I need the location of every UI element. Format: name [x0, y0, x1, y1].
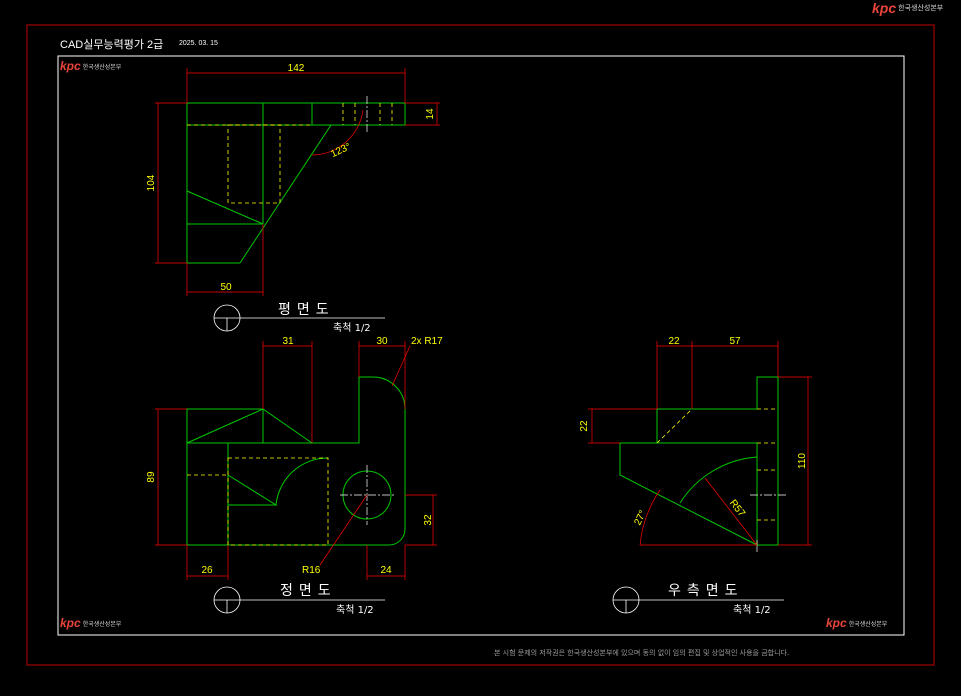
plan-dim-height: 104	[146, 174, 157, 191]
inner-frame	[57, 55, 905, 636]
right-dim-22a: 22	[668, 336, 680, 347]
right-dim-22b: 22	[579, 420, 590, 432]
right-view-title: 우측면도	[668, 583, 744, 599]
front-dim-height: 89	[146, 471, 157, 483]
brand-logo-bottom-left: kpc 한국생산성본부	[60, 616, 121, 630]
right-dim-height: 110	[797, 453, 808, 469]
front-dim-26: 26	[201, 565, 213, 576]
right-view-scale: 축척 1/2	[733, 604, 771, 616]
plan-view-title: 평면도	[278, 302, 335, 318]
exam-date: 2025. 03. 15	[179, 40, 218, 47]
kpc-logo: kpc	[60, 616, 81, 630]
right-dim-radius: R57	[727, 498, 747, 520]
brand-logo-bottom-right: kpc 한국생산성본부	[826, 616, 887, 630]
plan-dim-width: 142	[288, 63, 305, 74]
plan-dim-base: 50	[220, 282, 232, 293]
plan-view: 142 104 14 50 123° 평면도 축척 1/2	[146, 63, 440, 334]
front-dim-31: 31	[282, 336, 294, 347]
front-view-scale: 축척 1/2	[336, 604, 374, 616]
kpc-logo: kpc	[60, 59, 81, 73]
brand-org-name: 한국생산성본부	[82, 620, 122, 628]
front-dim-r16: R16	[302, 565, 321, 576]
right-dim-57: 57	[729, 336, 741, 347]
front-dim-24: 24	[380, 565, 392, 576]
front-dim-32: 32	[423, 514, 434, 526]
front-dim-radius2x: 2x R17	[411, 336, 443, 347]
outer-border	[26, 24, 935, 666]
front-dim-30: 30	[376, 336, 388, 347]
brand-org-name: 한국생산성본부	[848, 620, 888, 628]
kpc-logo: kpc	[872, 0, 897, 16]
plan-dim-thickness: 14	[425, 108, 436, 120]
brand-org-name: 한국생산성본부	[898, 4, 944, 12]
kpc-logo: kpc	[826, 616, 847, 630]
brand-logo-top-left: kpc 한국생산성본부	[60, 59, 121, 73]
copyright-notice: 본 시험 문제의 저작권은 한국생산성본부에 있으며 동의 없이 임의 편집 및…	[494, 649, 790, 657]
right-dim-angle: 27°	[633, 509, 649, 527]
front-view-title: 정면도	[280, 583, 337, 599]
exam-title: CAD실무능력평가 2급	[60, 39, 164, 51]
brand-logo-top: kpc 한국생산성본부	[872, 0, 943, 16]
front-view: 31 30 2x R17 89 32 26 24 R16 정면도 축척 1/2	[146, 336, 443, 616]
brand-org-name: 한국생산성본부	[82, 63, 122, 71]
plan-dim-angle: 123°	[329, 141, 352, 160]
right-view: 22 57 22 110 27° R57 우측면도 축척 1/2	[579, 336, 812, 616]
plan-view-scale: 축척 1/2	[333, 322, 371, 334]
